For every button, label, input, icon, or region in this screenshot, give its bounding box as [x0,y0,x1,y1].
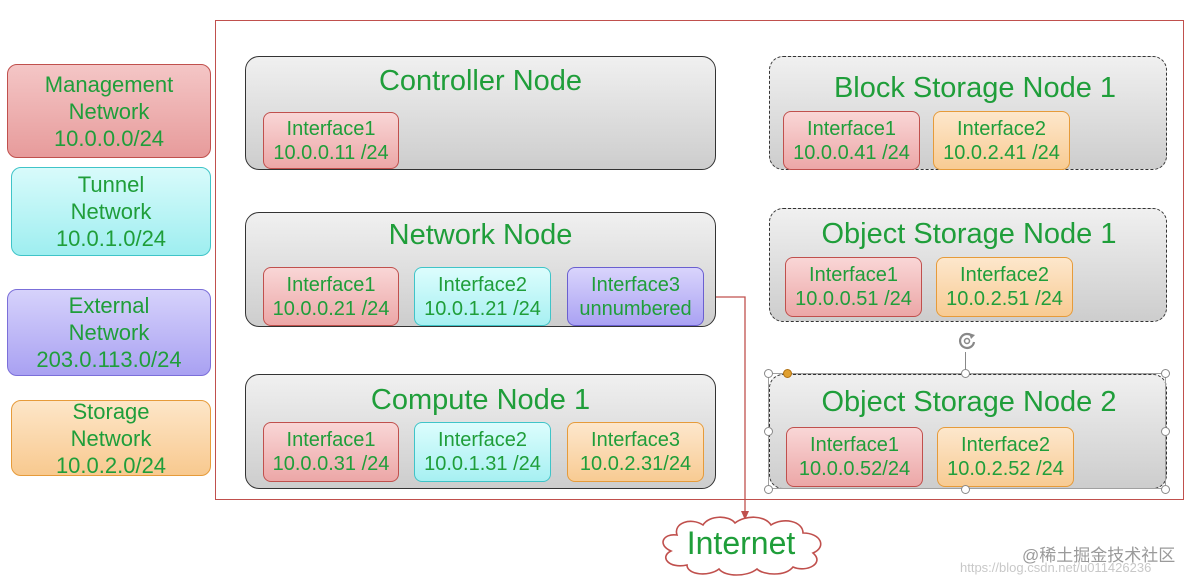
interface-address: 10.0.0.41 /24 [793,141,910,164]
interface-name: Interface2 [960,264,1049,286]
object2-interface2[interactable]: Interface2 10.0.2.52 /24 [937,427,1074,487]
resize-handle-bottom-left[interactable] [764,485,773,494]
interface-address: 10.0.2.31/24 [579,453,692,475]
compute-node-title: Compute Node 1 [370,384,591,416]
interface-name: Interface2 [438,273,527,296]
interface-name: Interface2 [961,434,1050,456]
network-node[interactable]: Network Node Interface1 10.0.0.21 /24 In… [245,212,716,327]
block-storage-node-1[interactable]: Block Storage Node 1 Interface1 10.0.0.4… [769,56,1167,170]
interface-address: 10.0.2.52 /24 [947,458,1064,480]
legend-management-network: Management Network 10.0.0.0/24 [7,64,211,158]
network-node-title: Network Node [388,219,573,251]
compute-interface2[interactable]: Interface2 10.0.1.31 /24 [414,422,551,482]
object-storage-node-1-title: Object Storage Node 1 [821,218,1117,250]
legend-external-network: External Network 203.0.113.0/24 [7,289,211,376]
rotate-handle-stem [965,352,966,372]
connector-arrowhead [741,511,749,520]
legend-tunnel-line1: Tunnel [77,172,145,197]
deployment-frame [215,20,1184,500]
legend-tunnel-network: Tunnel Network 10.0.1.0/24 [11,167,211,256]
interface-name: Interface2 [438,429,527,451]
cloud-shape [662,516,822,576]
compute-node-1[interactable]: Compute Node 1 Interface1 10.0.0.31 /24 … [245,374,716,489]
controller-interface1[interactable]: Interface1 10.0.0.11 /24 [263,112,399,169]
interface-name: Interface1 [286,117,376,140]
compute-interface3[interactable]: Interface3 10.0.2.31/24 [567,422,704,482]
legend-external-line2: Network [68,320,150,345]
network-interface2[interactable]: Interface2 10.0.1.21 /24 [414,267,551,326]
interface-address: 10.0.0.21 /24 [272,297,390,320]
resize-handle-right[interactable] [1161,427,1170,436]
internet-cloud [662,516,822,576]
object2-interface1[interactable]: Interface1 10.0.0.52/24 [786,427,923,487]
legend-management-line2: Network [68,98,150,124]
interface-address: 10.0.2.41 /24 [943,141,1060,164]
legend-storage-network: Storage Network 10.0.2.0/24 [11,398,211,478]
resize-handle-top-left[interactable] [764,369,773,378]
adjust-handle[interactable] [783,369,792,378]
controller-node[interactable]: Controller Node Interface1 10.0.0.11 /24 [245,56,716,170]
watermark-text: @稀土掘金技术社区 [1022,546,1176,565]
legend-management-line3: 10.0.0.0/24 [53,125,165,151]
interface-name: Interface3 [591,429,680,451]
network-interface1[interactable]: Interface1 10.0.0.21 /24 [263,267,399,326]
interface-name: Interface1 [809,264,898,286]
legend-tunnel-line2: Network [70,199,152,224]
object1-interface1[interactable]: Interface1 10.0.0.51 /24 [785,257,922,317]
object-storage-node-2-title: Object Storage Node 2 [821,386,1117,418]
interface-name: Interface2 [957,117,1046,140]
legend-tunnel-line3: 10.0.1.0/24 [55,226,167,251]
legend-management-line1: Management [44,71,174,97]
interface-name: Interface1 [807,117,896,140]
legend-external-line3: 203.0.113.0/24 [36,347,182,372]
interface-name: Interface1 [286,273,376,296]
object1-interface2[interactable]: Interface2 10.0.2.51 /24 [936,257,1073,317]
interface-address: 10.0.0.52/24 [798,458,911,480]
interface-address: 10.0.2.51 /24 [946,288,1063,310]
block-interface2[interactable]: Interface2 10.0.2.41 /24 [933,111,1070,170]
interface-name: Interface1 [286,429,376,451]
resize-handle-bottom[interactable] [961,485,970,494]
resize-handle-top-right[interactable] [1161,369,1170,378]
legend-storage-line2: Network [70,425,152,451]
rotate-icon[interactable] [955,329,979,353]
compute-interface1[interactable]: Interface1 10.0.0.31 /24 [263,422,399,482]
legend-external-line1: External [68,293,150,318]
object-storage-node-1[interactable]: Object Storage Node 1 Interface1 10.0.0.… [769,208,1167,322]
selection-box [768,373,1166,489]
controller-node-title: Controller Node [378,65,583,97]
interface-address: 10.0.0.11 /24 [273,141,389,164]
interface-name: Interface1 [810,434,899,456]
resize-handle-bottom-right[interactable] [1161,485,1170,494]
interface-address: 10.0.0.31 /24 [272,453,390,475]
interface-name: Interface3 [591,273,680,296]
block-interface1[interactable]: Interface1 10.0.0.41 /24 [783,111,920,170]
legend-storage-line3: 10.0.2.0/24 [55,452,167,478]
network-interface3[interactable]: Interface3 unnumbered [567,267,704,326]
watermark-url: https://blog.csdn.net/u011426236 [960,560,1152,575]
resize-handle-left[interactable] [764,427,773,436]
interface-address: 10.0.1.21 /24 [424,297,541,320]
block-storage-node-title: Block Storage Node 1 [833,72,1117,104]
legend-storage-line1: Storage [72,398,150,424]
interface-address: unnumbered [579,297,692,320]
interface-address: 10.0.0.51 /24 [795,288,912,310]
interface-address: 10.0.1.31 /24 [424,453,541,475]
internet-label: Internet [686,525,796,561]
resize-handle-top[interactable] [961,369,970,378]
